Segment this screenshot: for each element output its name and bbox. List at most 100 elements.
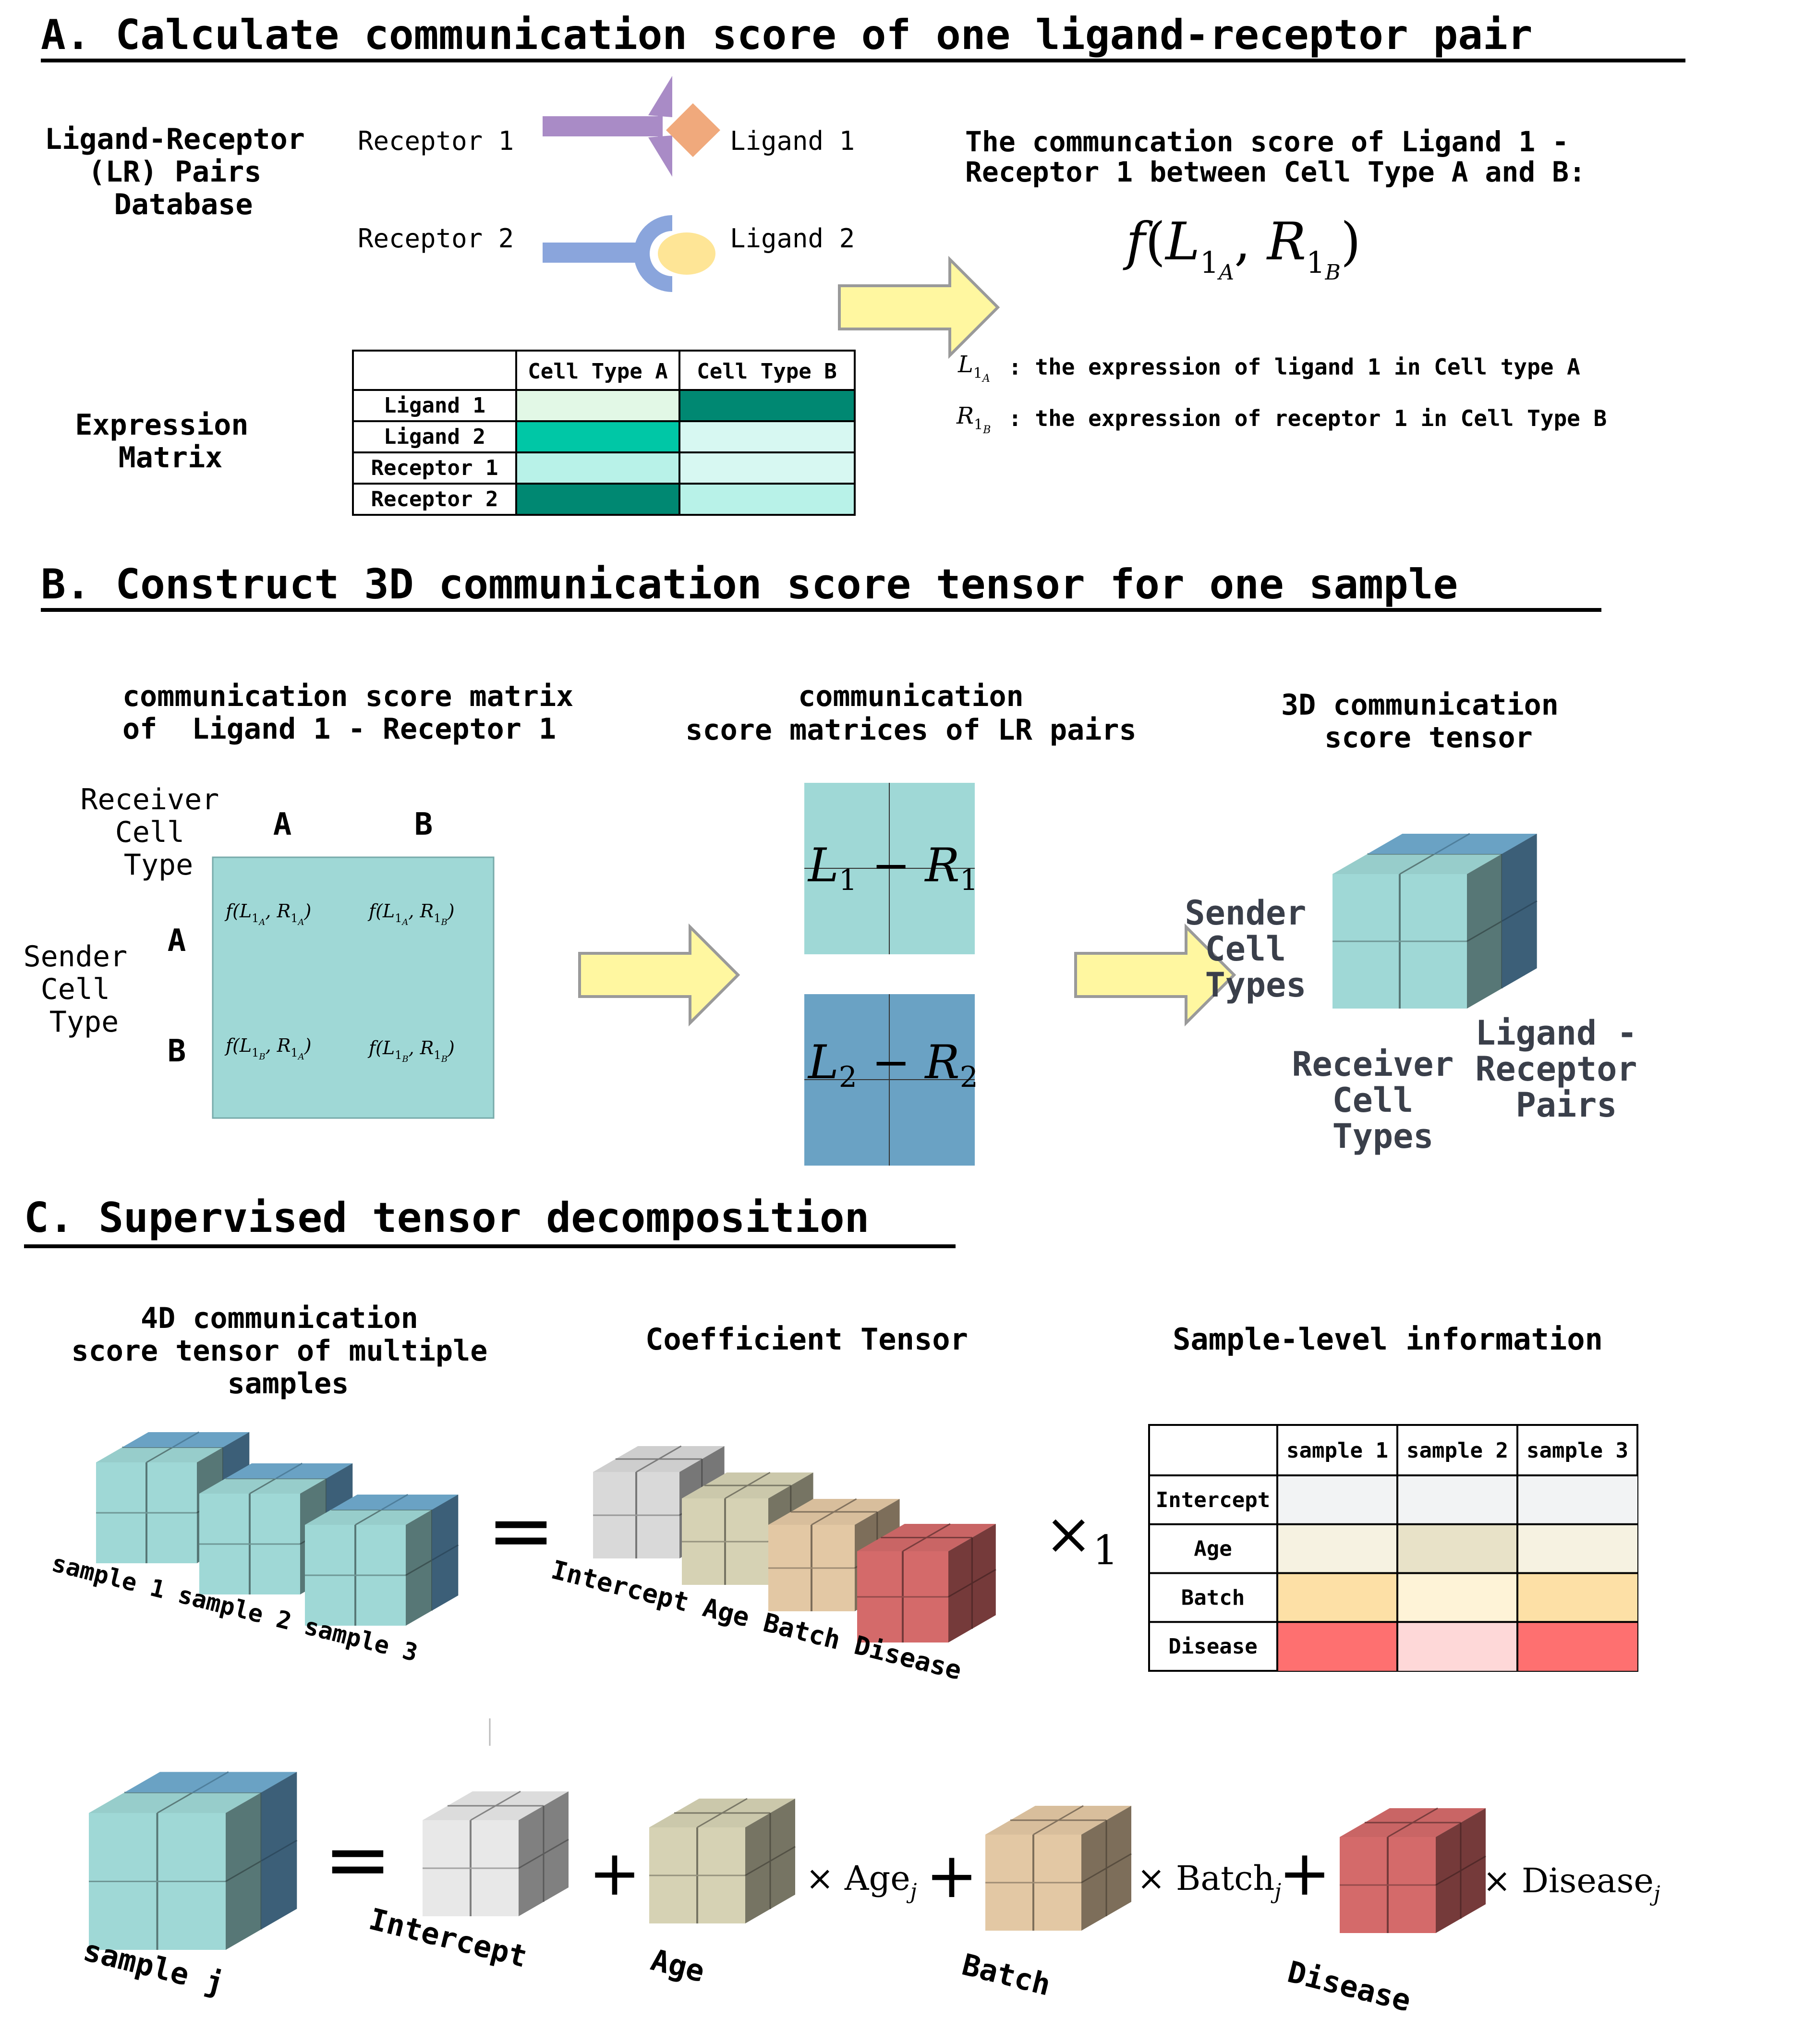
svg-text:R1B: R1B bbox=[956, 402, 991, 436]
tensor-cube-b bbox=[1333, 833, 1538, 1009]
eq-disease-label: Disease bbox=[1284, 1954, 1414, 2019]
tensor-sender-label: Sender Cell Types bbox=[1185, 893, 1326, 1005]
info-cell bbox=[1517, 1475, 1637, 1524]
expr-cell bbox=[678, 389, 856, 422]
def-receptor-text: : the expression of receptor 1 in Cell T… bbox=[1008, 405, 1607, 431]
eq-batch-label: Batch bbox=[958, 1947, 1054, 2003]
age-coef-cube bbox=[682, 1472, 814, 1585]
expr-row-label: Ligand 2 bbox=[384, 425, 485, 449]
intercept-cube bbox=[423, 1790, 569, 1916]
expr-col-b: Cell Type B bbox=[697, 359, 836, 384]
lr-matrix-2: L2 − R2 bbox=[804, 994, 978, 1166]
times-disease: × Diseasej bbox=[1483, 1861, 1660, 1906]
def-ligand-text: : the expression of ligand 1 in Cell typ… bbox=[1008, 354, 1580, 380]
expr-row-label: Receptor 1 bbox=[371, 456, 498, 480]
svg-text:L2 − R2: L2 − R2 bbox=[807, 1035, 978, 1094]
lr-matrix-1: L1 − R1 bbox=[804, 783, 978, 954]
ligand-1-label: Ligand 1 bbox=[730, 126, 855, 156]
score-formula: f(L1A, R1B) bbox=[1123, 212, 1361, 285]
score-matrix bbox=[212, 856, 495, 1119]
arrow-a bbox=[839, 259, 998, 355]
tensor-receiver-label: Receiver Cell Types bbox=[1292, 1045, 1474, 1156]
row-b-label: B bbox=[168, 1034, 186, 1069]
info-row-label: Age bbox=[1194, 1537, 1232, 1561]
expr-cell bbox=[515, 451, 680, 485]
info-cell bbox=[1277, 1573, 1397, 1622]
expr-col-a: Cell Type A bbox=[528, 359, 667, 384]
info-row-label: Batch bbox=[1181, 1585, 1245, 1610]
expr-cell bbox=[678, 483, 856, 516]
info-cell bbox=[1397, 1475, 1517, 1524]
info-cell bbox=[1397, 1622, 1517, 1671]
expr-cell bbox=[678, 420, 856, 453]
info-cell bbox=[1397, 1573, 1517, 1622]
expr-cell bbox=[515, 389, 680, 422]
equals-sign-c1: = bbox=[487, 1483, 555, 1578]
receptor-1-icon bbox=[543, 76, 672, 177]
def-ligand-symbol: L1A bbox=[957, 351, 990, 385]
expr-row-label: Ligand 1 bbox=[384, 393, 485, 418]
times-age: × Agej bbox=[806, 1859, 917, 1904]
lr-db-label: Ligand-Receptor (LR) Pairs Database bbox=[45, 122, 322, 221]
expr-cell bbox=[515, 483, 680, 516]
section-b-title: B. Construct 3D communication score tens… bbox=[41, 560, 1458, 608]
disease-coef-cube bbox=[857, 1523, 996, 1642]
sample-info-title: Sample-level information bbox=[1173, 1322, 1603, 1357]
sample-j-cube bbox=[89, 1771, 297, 1950]
info-row-label: Disease bbox=[1168, 1634, 1257, 1659]
arrow-b1 bbox=[580, 927, 738, 1023]
expr-cell bbox=[678, 451, 856, 485]
receptor-2-label: Receptor 2 bbox=[358, 223, 514, 254]
svg-text:L1A: L1A bbox=[957, 351, 990, 385]
section-a-title: A. Calculate communication score of one … bbox=[41, 11, 1533, 59]
pairs-title: communication score matrices of LR pairs bbox=[685, 680, 1136, 747]
plus-sign-1: + bbox=[589, 1837, 641, 1910]
info-cell bbox=[1517, 1524, 1637, 1573]
times-batch: × Batchj bbox=[1137, 1859, 1281, 1904]
matrix-title: communication score matrix of Ligand 1 -… bbox=[122, 680, 591, 746]
ligand-1-icon bbox=[666, 103, 720, 157]
tensor-title: 3D communication score tensor bbox=[1281, 688, 1576, 754]
receiver-cell-type-label: Receiver Cell Type bbox=[80, 783, 236, 882]
disease-cube bbox=[1340, 1807, 1486, 1933]
ligand-2-icon bbox=[658, 232, 715, 275]
info-row-label: Intercept bbox=[1156, 1488, 1270, 1512]
plus-sign-2: + bbox=[926, 1839, 978, 1912]
sender-cell-type-label: Sender Cell Type bbox=[24, 940, 145, 1039]
info-cell bbox=[1277, 1475, 1397, 1524]
section-c-title: C. Supervised tensor decomposition bbox=[24, 1194, 869, 1242]
ligand-2-label: Ligand 2 bbox=[730, 223, 855, 254]
mode-product-symbol: ×1 bbox=[1044, 1501, 1118, 1574]
sample-3-cube bbox=[305, 1494, 459, 1626]
expression-matrix-label: Expression Matrix bbox=[75, 408, 266, 474]
batch-cube bbox=[985, 1805, 1132, 1931]
tensor4d-title: 4D communication score tensor of multipl… bbox=[71, 1302, 505, 1400]
info-col-1: sample 1 bbox=[1286, 1438, 1388, 1463]
plus-sign-3: + bbox=[1279, 1837, 1331, 1910]
expr-row-label: Receptor 2 bbox=[371, 487, 498, 511]
age-cube bbox=[649, 1798, 796, 1923]
svg-text:L1 − R1: L1 − R1 bbox=[807, 839, 978, 897]
info-cell bbox=[1277, 1524, 1397, 1573]
info-col-3: sample 3 bbox=[1526, 1438, 1628, 1463]
coef-title: Coefficient Tensor bbox=[645, 1322, 968, 1357]
equals-sign-c2: = bbox=[324, 1812, 392, 1907]
info-col-2: sample 2 bbox=[1406, 1438, 1508, 1463]
info-cell bbox=[1397, 1524, 1517, 1573]
expr-cell bbox=[515, 420, 680, 453]
tensor-cubes-c bbox=[89, 1431, 1486, 1950]
expression-table: Cell Type A Cell Type B Ligand 1 Ligand 2… bbox=[352, 350, 856, 516]
receptor-1-label: Receptor 1 bbox=[358, 126, 514, 156]
eq-age-label: Age bbox=[647, 1942, 708, 1989]
tensor-lr-label: Ligand - Receptor Pairs bbox=[1475, 1013, 1657, 1125]
receptor-2-icon bbox=[543, 215, 672, 292]
info-cell bbox=[1517, 1573, 1637, 1622]
3d-score-tensor bbox=[1333, 833, 1538, 1009]
svg-text:f(L1A, R1B): f(L1A, R1B) bbox=[1123, 212, 1361, 285]
col-b-label: B bbox=[414, 807, 433, 842]
def-receptor-symbol: R1B bbox=[956, 402, 991, 436]
row-a-label: A bbox=[168, 923, 186, 959]
info-cell bbox=[1517, 1622, 1637, 1671]
